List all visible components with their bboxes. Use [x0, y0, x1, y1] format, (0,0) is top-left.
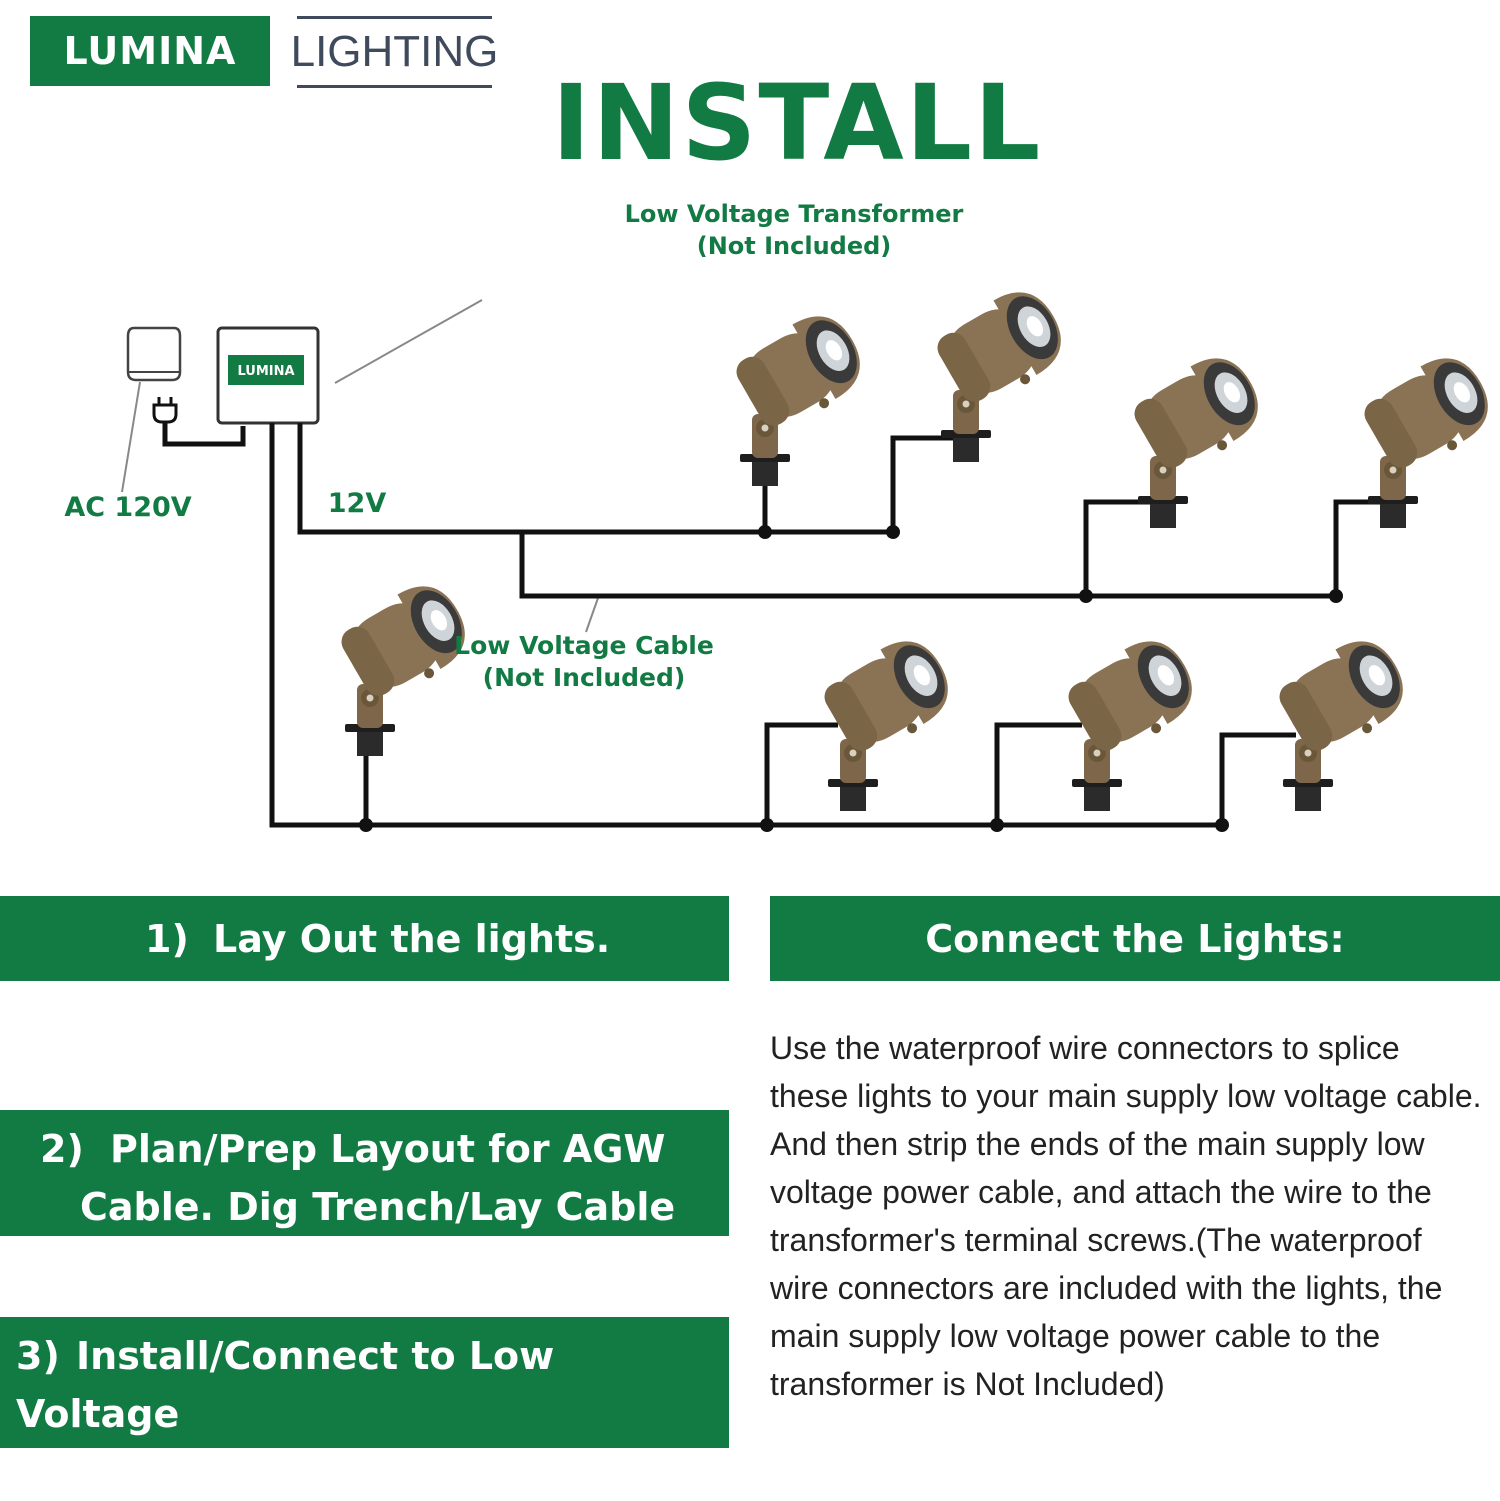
step-1-number: 1)	[145, 916, 189, 961]
spotlight-icon	[1060, 627, 1208, 811]
spotlight-icon	[1356, 344, 1500, 528]
cable-label: Low Voltage Cable (Not Included)	[444, 630, 724, 694]
spotlight-icon	[1271, 627, 1419, 811]
wall-outlet-icon	[126, 326, 182, 382]
transformer-label-line2: (Not Included)	[696, 232, 892, 260]
dc-voltage-label: 12V	[327, 488, 387, 519]
step-3-line1: Install/Connect to Low Voltage	[16, 1334, 555, 1436]
brand-name: LUMINA	[63, 29, 237, 73]
brand-suffix: LIGHTING	[291, 16, 498, 88]
page-title: INSTALL	[551, 62, 1043, 184]
step-3-line2: Transformer. (Not Included)	[76, 1450, 668, 1494]
transformer-label-line1: Low Voltage Transformer	[624, 200, 964, 228]
brand-logo: LUMINA	[30, 16, 270, 86]
cable-label-line2: (Not Included)	[482, 663, 686, 692]
step-1-text: Lay Out the lights.	[213, 916, 611, 961]
plug-icon	[152, 397, 246, 447]
step-2-line2: Cable. Dig Trench/Lay Cable	[80, 1185, 676, 1229]
step-2-number: 2)	[40, 1127, 84, 1171]
connect-heading-bar: Connect the Lights:	[770, 896, 1500, 981]
transformer-badge-text: LUMINA	[237, 364, 294, 379]
transformer-label: Low Voltage Transformer (Not Included)	[614, 198, 974, 262]
brand-suffix-text: LIGHTING	[290, 27, 499, 76]
wire-junctions	[359, 525, 1343, 832]
step-1-bar: 1) Lay Out the lights.	[0, 896, 729, 981]
connect-instructions: Use the waterproof wire connectors to sp…	[770, 1030, 1482, 1402]
spotlight-icon	[929, 278, 1077, 462]
step-3-bar: 3)Install/Connect to Low Voltage Transfo…	[0, 1317, 729, 1494]
connect-heading: Connect the Lights:	[925, 916, 1345, 961]
step-3-number: 3)	[16, 1334, 60, 1378]
spotlight-icon	[1126, 344, 1274, 528]
transformer-icon: LUMINA	[216, 326, 320, 425]
cable-label-line1: Low Voltage Cable	[454, 631, 714, 660]
step-2-bar: 2) Plan/Prep Layout for AGW Cable. Dig Tr…	[0, 1110, 729, 1236]
spotlight-icon	[816, 627, 964, 811]
step-2-line1: Plan/Prep Layout for AGW	[110, 1127, 666, 1171]
spotlight-icon	[728, 302, 876, 486]
ac-voltage-label: AC 120V	[64, 492, 192, 523]
wiring-diagram: LUMINA	[121, 278, 1500, 832]
